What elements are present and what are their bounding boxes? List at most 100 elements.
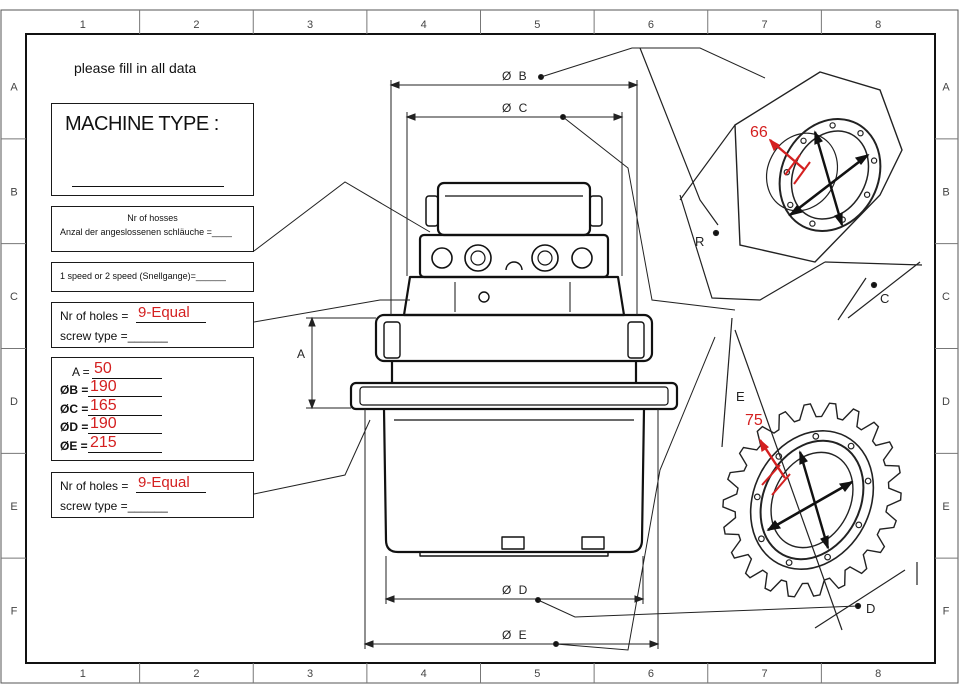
- dim-e-value[interactable]: 215: [90, 434, 117, 451]
- hoses-label: Anzal der angeslossenen schläuche =____: [60, 227, 232, 237]
- machine-type-box[interactable]: MACHINE TYPE :: [51, 103, 254, 196]
- outer-border: [0, 9, 959, 684]
- hoses-box[interactable]: Nr of hosses Anzal der angeslossenen sch…: [51, 206, 254, 252]
- bolt-hole: [857, 129, 864, 137]
- machine-type-fill-line[interactable]: [72, 186, 224, 187]
- bolt-hole: [787, 201, 794, 209]
- dim-c-label: ØC =: [60, 402, 89, 416]
- zone-col-2-bottom: 2: [193, 668, 199, 680]
- zone-row-A-right: A: [942, 81, 950, 93]
- bolt-hole: [783, 168, 791, 176]
- isometric-sprocket: [721, 317, 918, 631]
- bolt-hole: [758, 535, 765, 543]
- dim-c-value[interactable]: 165: [90, 397, 117, 414]
- bolt-hole: [863, 191, 871, 198]
- drawing-labels: Ø B Ø C Ø D Ø E A R C E D 66 75: [297, 69, 889, 642]
- form-heading: please fill in all data: [74, 60, 197, 76]
- zone-col-3-top: 3: [307, 19, 313, 31]
- bolt-hole: [800, 137, 807, 144]
- dim-c-line: [88, 415, 162, 416]
- zone-row-D-right: D: [942, 396, 950, 408]
- dim-b-value[interactable]: 190: [90, 378, 117, 395]
- dimension-lines: [306, 80, 660, 649]
- zone-col-5-top: 5: [534, 19, 540, 31]
- bolt-holes-top: [783, 122, 878, 227]
- dim-e-line: [88, 452, 162, 453]
- final-drive-side-view: [349, 181, 679, 557]
- label-iso-e: E: [736, 389, 745, 404]
- bolt-hole: [829, 122, 836, 129]
- holes-value-2[interactable]: 9-Equal: [138, 474, 190, 491]
- isometric-motor-flange: [639, 47, 923, 321]
- zone-col-4-bottom: 4: [421, 668, 427, 680]
- zone-col-3-bottom: 3: [307, 668, 313, 680]
- zone-row-C-right: C: [942, 291, 950, 303]
- dim-a-value[interactable]: 50: [94, 360, 112, 377]
- zone-col-7-bottom: 7: [762, 668, 768, 680]
- zone-col-1-top: 1: [80, 19, 86, 31]
- bolt-hole: [812, 432, 820, 440]
- zone-row-B-left: B: [10, 186, 17, 198]
- holes-box-1[interactable]: Nr of holes = 9-Equal screw type =______: [51, 302, 254, 348]
- speed-label: 1 speed or 2 speed (Snellgange)=______: [60, 271, 226, 281]
- bolt-hole: [824, 553, 831, 561]
- zone-row-F-right: F: [943, 606, 950, 618]
- bolt-hole: [809, 220, 816, 227]
- label-iso-c: C: [880, 291, 889, 306]
- bolt-hole: [864, 477, 872, 485]
- leader-lines: [253, 47, 859, 651]
- zone-row-A-left: A: [10, 81, 18, 93]
- label-dim-a: A: [297, 347, 305, 361]
- zone-row-B-right: B: [942, 186, 949, 198]
- dim-e-label: ØE =: [60, 439, 88, 453]
- zone-row-C-left: C: [10, 291, 18, 303]
- dim-d-value[interactable]: 190: [90, 415, 117, 432]
- speed-box[interactable]: 1 speed or 2 speed (Snellgange)=______: [51, 262, 254, 292]
- label-iso-d: D: [866, 601, 875, 616]
- zone-col-1-bottom: 1: [80, 668, 86, 680]
- screw-label-1: screw type =______: [60, 329, 168, 343]
- screw-label-2: screw type =______: [60, 499, 168, 513]
- zone-row-D-left: D: [10, 396, 18, 408]
- label-dim-c: Ø C: [502, 101, 529, 115]
- bolt-hole: [785, 559, 793, 566]
- label-dim-e: Ø E: [502, 628, 529, 642]
- dim-b-line: [88, 396, 162, 397]
- label-dim-b: Ø B: [502, 69, 529, 83]
- holes-value-1[interactable]: 9-Equal: [138, 304, 190, 321]
- holes-fill-line-1: [136, 322, 206, 323]
- dim-b-label: ØB =: [60, 383, 89, 397]
- hoses-title: Nr of hosses: [127, 213, 178, 223]
- bolt-hole: [855, 521, 863, 529]
- dim-d-line: [88, 433, 162, 434]
- zone-row-F-left: F: [11, 606, 18, 618]
- dim-d-label: ØD =: [60, 420, 89, 434]
- zone-row-E-left: E: [10, 501, 17, 513]
- holes-box-2[interactable]: Nr of holes = 9-Equal screw type =______: [51, 472, 254, 518]
- holes-label-2: Nr of holes =: [60, 479, 129, 493]
- dimensions-box[interactable]: A = 50 ØB = 190 ØC = 165 ØD = 190 ØE = 2…: [51, 357, 254, 461]
- zone-col-6-top: 6: [648, 19, 654, 31]
- label-dim-d: Ø D: [502, 583, 529, 597]
- bolt-hole: [870, 157, 878, 164]
- annotation-66: 66: [750, 124, 768, 141]
- zone-col-4-top: 4: [421, 19, 427, 31]
- bolt-hole: [753, 493, 761, 501]
- annotation-75: 75: [745, 412, 763, 429]
- zone-col-8-bottom: 8: [875, 668, 881, 680]
- holes-label-1: Nr of holes =: [60, 309, 129, 323]
- zone-col-2-top: 2: [193, 19, 199, 31]
- zone-col-6-bottom: 6: [648, 668, 654, 680]
- label-iso-r: R: [695, 234, 704, 249]
- dim-a-label: A =: [72, 365, 90, 379]
- bolt-hole: [847, 442, 855, 450]
- machine-type-label: MACHINE TYPE :: [65, 113, 219, 135]
- frame-ticks: [1, 10, 958, 683]
- zone-row-E-right: E: [942, 501, 949, 513]
- holes-fill-line-2: [136, 492, 206, 493]
- zone-col-5-bottom: 5: [534, 668, 540, 680]
- dim-a-line: [92, 378, 162, 379]
- zone-col-7-top: 7: [762, 19, 768, 31]
